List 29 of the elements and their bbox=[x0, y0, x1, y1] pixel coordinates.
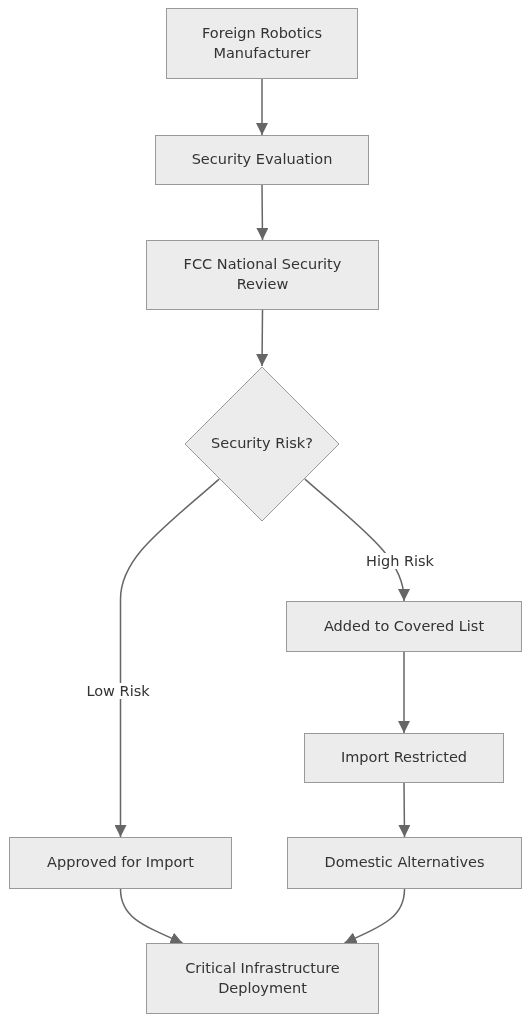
node-label: Domestic Alternatives bbox=[324, 853, 485, 873]
node-label: Added to Covered List bbox=[323, 616, 485, 636]
node-label: Security Risk? bbox=[211, 434, 313, 454]
node-label: Import Restricted bbox=[340, 748, 468, 768]
node-label: Security Evaluation bbox=[191, 150, 333, 170]
edge-label: High Risk bbox=[365, 553, 435, 569]
edge-label: Low Risk bbox=[85, 683, 151, 699]
node-label: Foreign Robotics Manufacturer bbox=[201, 23, 323, 63]
process-box bbox=[287, 837, 522, 889]
arrow bbox=[398, 782, 411, 838]
process-box bbox=[146, 240, 379, 310]
decision-diamond bbox=[184, 366, 340, 522]
arrow bbox=[304, 478, 410, 602]
arrow bbox=[256, 184, 269, 241]
arrow bbox=[343, 888, 406, 944]
arrow bbox=[256, 78, 268, 136]
arrow bbox=[114, 478, 220, 838]
process-box bbox=[146, 943, 379, 1014]
arrow bbox=[398, 651, 410, 734]
process-box bbox=[9, 837, 232, 889]
node-label: Approved for Import bbox=[47, 853, 194, 873]
process-box bbox=[304, 733, 504, 783]
node-label: Critical Infrastructure Deployment bbox=[184, 958, 341, 998]
node-label: FCC National Security Review bbox=[182, 255, 343, 294]
process-box bbox=[166, 8, 358, 79]
process-box bbox=[155, 135, 369, 185]
arrow bbox=[119, 888, 184, 944]
process-box bbox=[286, 601, 522, 652]
arrow bbox=[256, 309, 269, 367]
